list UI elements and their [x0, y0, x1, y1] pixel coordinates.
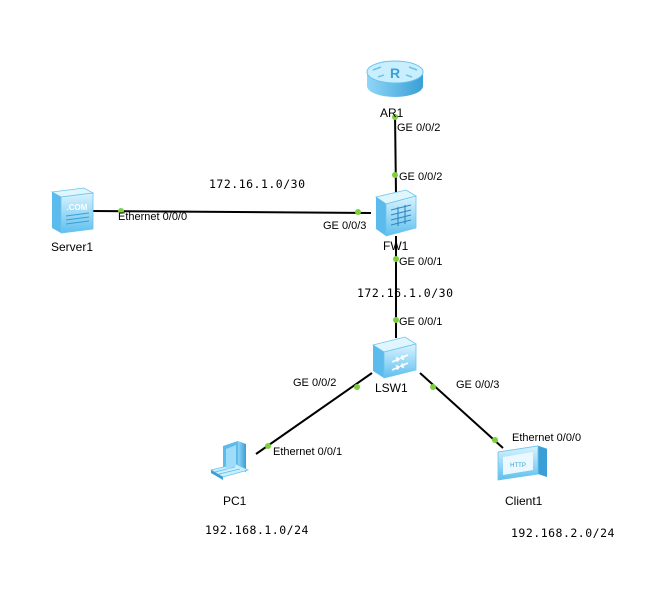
- svg-text:R: R: [390, 65, 400, 81]
- router-ar1-name: AR1: [380, 106, 404, 120]
- port-dot-fw1-ge002[interactable]: [392, 172, 398, 178]
- port-label-pc1-eth: Ethernet 0/0/1: [273, 446, 342, 458]
- router-icon: R: [366, 60, 424, 97]
- port-label-lsw1-ge002: GE 0/0/2: [293, 377, 336, 389]
- switch-lsw1[interactable]: LSW1: [371, 336, 418, 395]
- port-label-lsw1-ge001: GE 0/0/1: [399, 316, 442, 328]
- port-label-client1-eth: Ethernet 0/0/0: [512, 432, 581, 444]
- pc-icon: [209, 441, 250, 480]
- http-client-icon: HTTP: [497, 445, 548, 481]
- client1-badge: HTTP: [510, 463, 526, 469]
- port-dot-fw1-ge003[interactable]: [355, 209, 361, 215]
- pc-pc1[interactable]: PC1: [209, 441, 250, 508]
- client-client1[interactable]: HTTP Client1: [497, 445, 548, 508]
- network-label-client: 192.168.2.0/24: [511, 526, 615, 540]
- port-dot-fw1-ge001[interactable]: [393, 256, 399, 262]
- network-label-pc: 192.168.1.0/24: [205, 523, 309, 537]
- server-server1-name: Server1: [51, 240, 93, 254]
- router-ar1[interactable]: R AR1: [366, 60, 424, 120]
- dns-server-icon: .COM: [50, 187, 95, 234]
- link-server1-fw1[interactable]: [91, 210, 372, 214]
- server1-badge: .COM: [67, 203, 88, 212]
- port-dot-lsw1-ge002[interactable]: [354, 384, 360, 390]
- port-label-fw1-ge002: GE 0/0/2: [399, 171, 442, 183]
- port-dot-pc1-eth[interactable]: [265, 443, 271, 449]
- port-dot-server1-eth[interactable]: [118, 208, 124, 214]
- firewall-icon: [375, 189, 418, 237]
- link-lsw1-pc1[interactable]: [255, 372, 373, 455]
- port-label-fw1-ge003: GE 0/0/3: [323, 220, 366, 232]
- pc-pc1-name: PC1: [223, 494, 247, 508]
- port-label-lsw1-ge003: GE 0/0/3: [456, 379, 499, 391]
- link-ar1-fw1[interactable]: [394, 113, 397, 195]
- client-client1-name: Client1: [505, 494, 543, 508]
- port-dot-lsw1-ge001[interactable]: [393, 317, 399, 323]
- port-label-ar1-ge002: GE 0/0/2: [397, 122, 440, 134]
- port-dot-ar1-ge002[interactable]: [392, 114, 398, 120]
- port-dot-client1-eth[interactable]: [492, 437, 498, 443]
- network-label-fw-lsw: 172.16.1.0/30: [357, 286, 454, 300]
- firewall-fw1-name: FW1: [383, 239, 409, 253]
- network-label-server-fw: 172.16.1.0/30: [209, 177, 306, 191]
- port-label-server1-eth: Ethernet 0/0/0: [118, 211, 187, 223]
- switch-lsw1-name: LSW1: [375, 381, 408, 395]
- server-server1[interactable]: .COM Server1: [50, 187, 95, 254]
- switch-icon: [371, 336, 418, 379]
- port-label-fw1-ge001: GE 0/0/1: [399, 256, 442, 268]
- firewall-fw1[interactable]: FW1: [375, 189, 418, 253]
- port-dot-lsw1-ge003[interactable]: [430, 384, 436, 390]
